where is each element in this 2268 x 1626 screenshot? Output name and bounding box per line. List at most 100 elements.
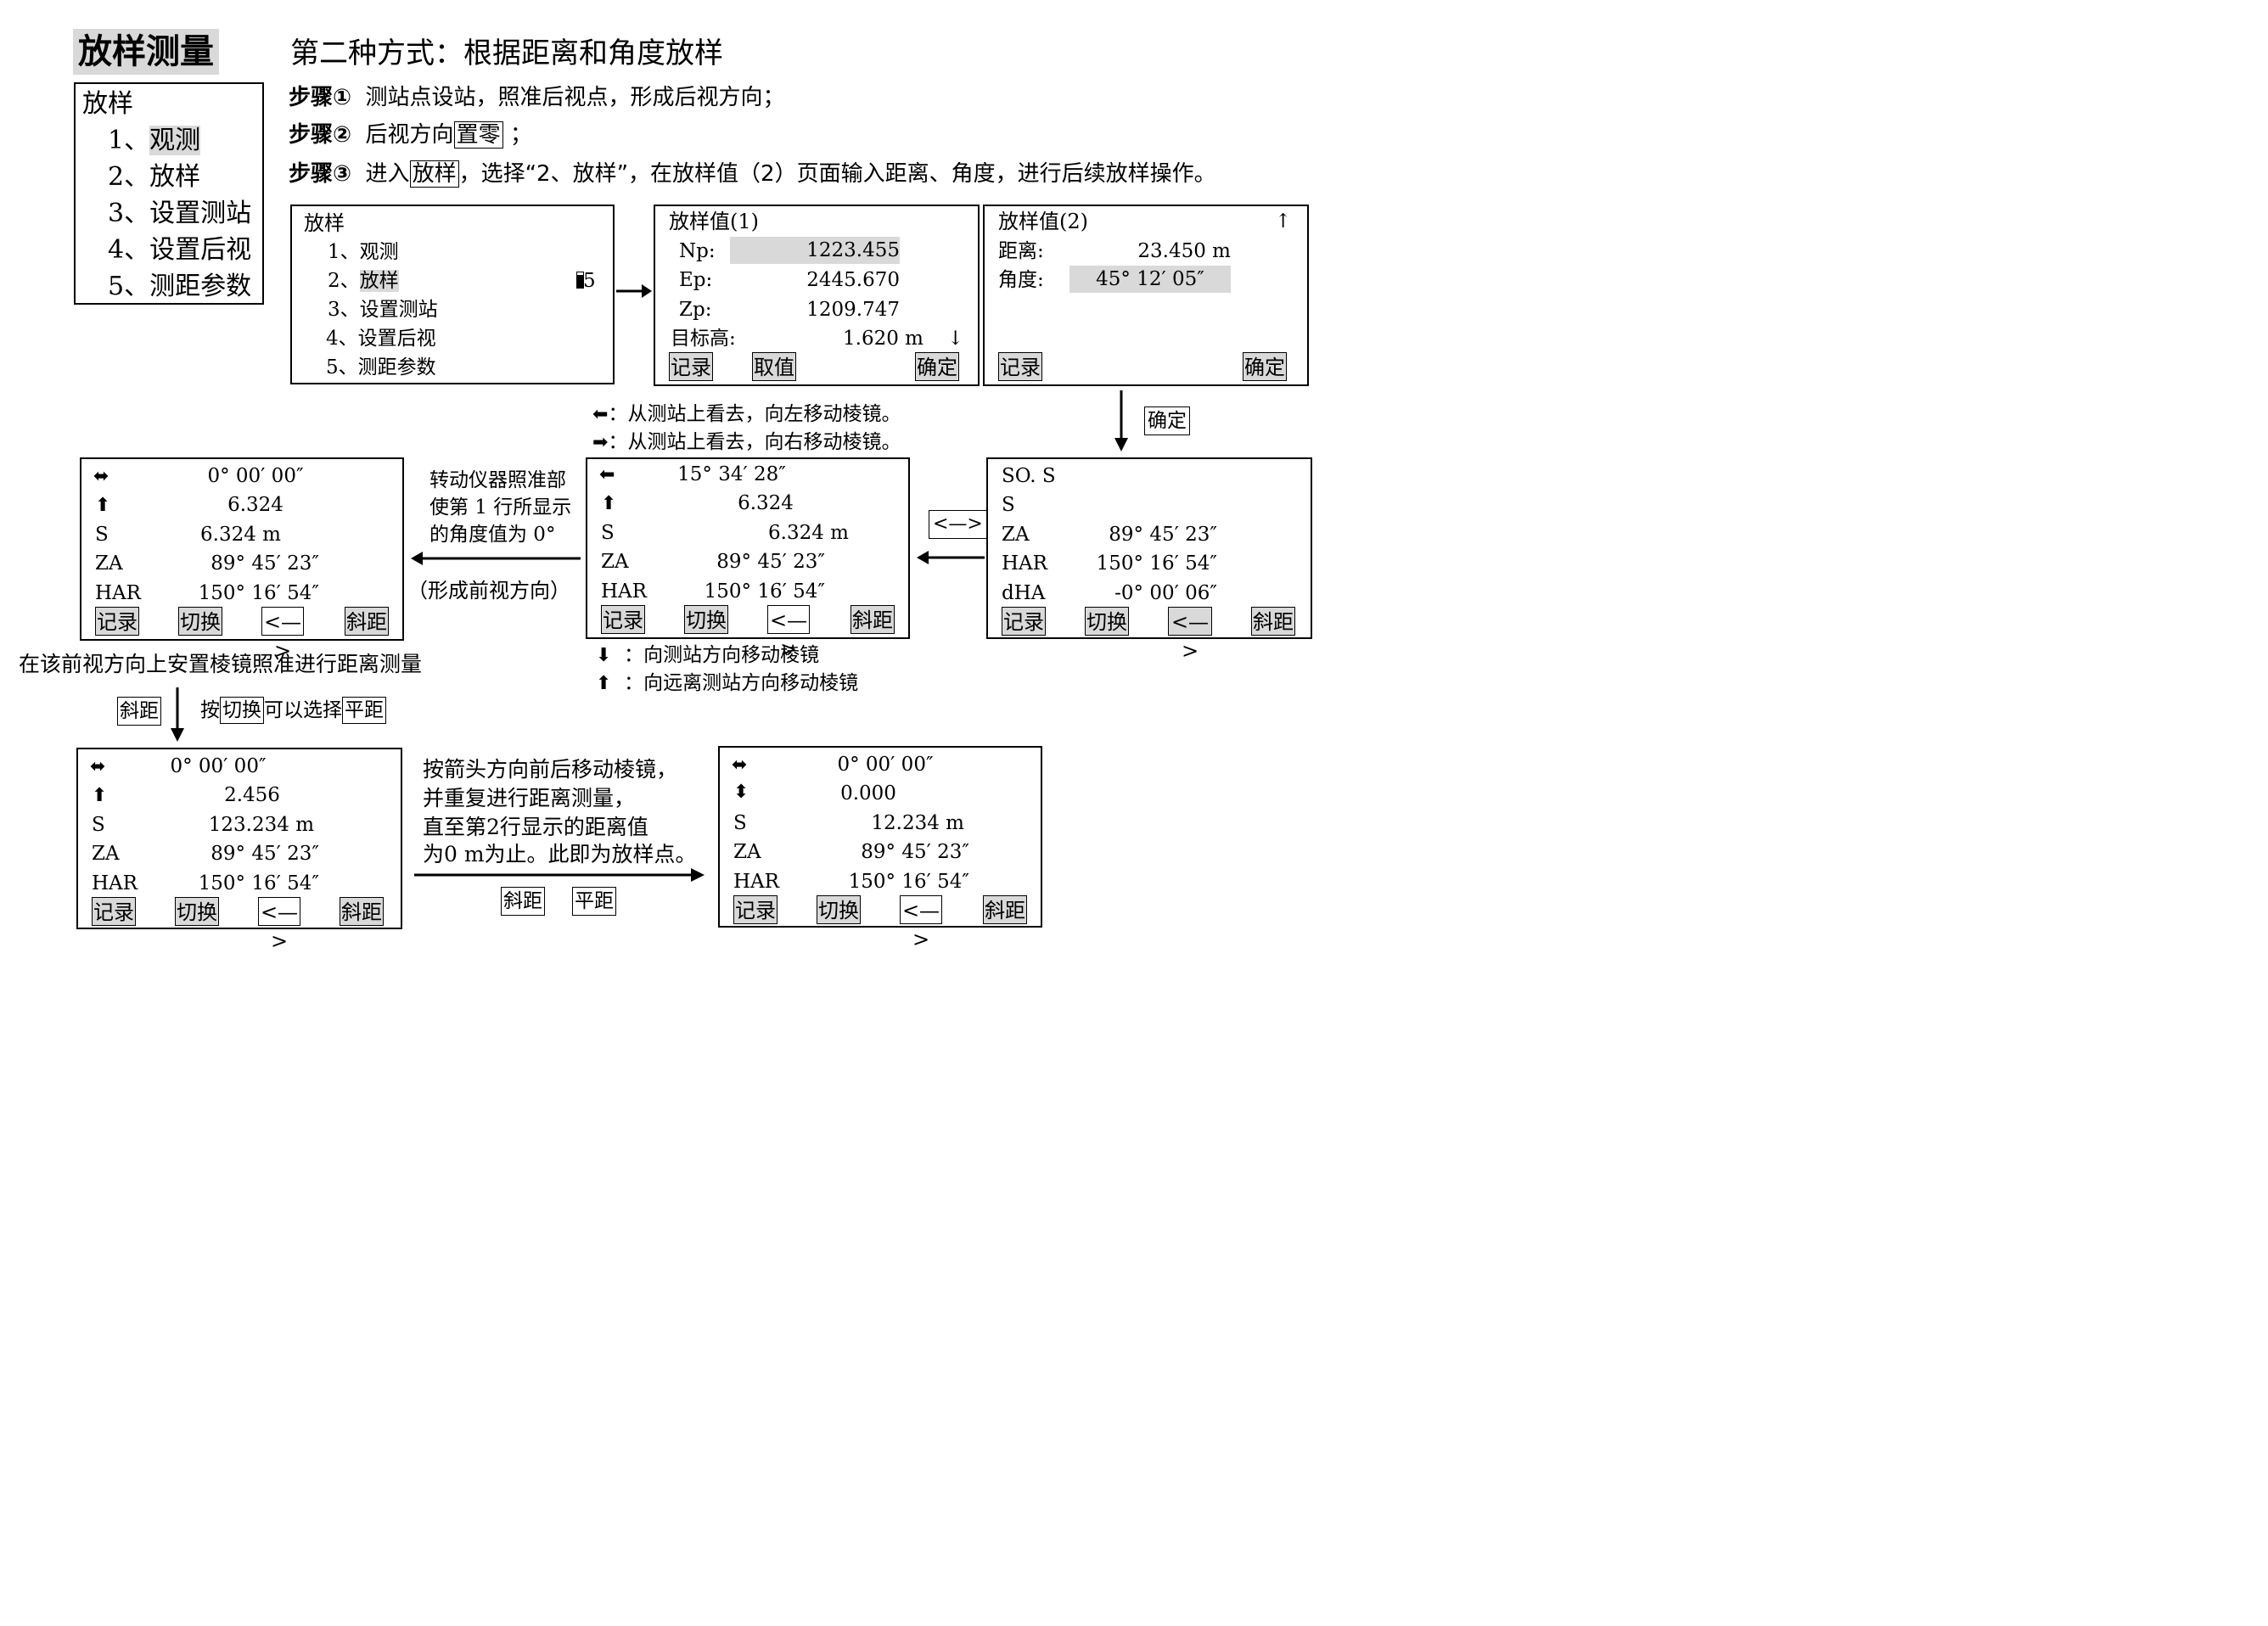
angle-value-field[interactable]: 45° 12′ 05″ [1069,266,1231,293]
za-label: ZA [1002,524,1030,546]
har-label: HAR [95,582,141,604]
repeat-note-line: 为0 m为止。此即为放样点。 [423,842,697,866]
battery-level: 5 [583,270,596,292]
softkey-confirm[interactable]: 确定 [915,352,959,381]
legend-text: ：向测站方向移动棱镜 [624,644,820,666]
softkey-slope-distance[interactable]: 斜距 [850,605,895,634]
distance-diff-value: 0.000 [840,782,896,805]
za-label: ZA [95,552,123,575]
softkey-swap[interactable]: <—> [767,605,810,661]
step-label: 步骤① [289,85,352,110]
softkey-slope-distance[interactable]: 斜距 [1251,607,1295,636]
rotate-note-line: 转动仪器照准部 [429,469,566,491]
softkey-slope-distance[interactable]: 斜距 [983,895,1027,924]
s-value: 6.324 m [200,524,281,546]
page-title: 放样测量 [73,29,219,75]
angle-label: 角度: [998,269,1044,291]
arrow-up-icon: ⬆ [95,495,111,516]
screen-direction-guide: ⬅ 15° 34′ 28″ ⬆ 6.324 S 6.324 m ZA 89° 4… [586,457,910,661]
za-label: ZA [92,843,120,865]
menu-item-highlight: 观测 [149,126,201,155]
screen-title: 放样 [304,211,345,235]
switch-note: 按切换可以选择平距 [200,697,386,725]
switch-key-label: 切换 [220,697,264,724]
softkey-slope-distance[interactable]: 斜距 [345,607,389,636]
distance-diff-value: 6.324 [738,492,794,514]
step-2: 步骤② 后视方向置零 ； [289,119,532,151]
arrow-up-icon: ⬆ [601,493,617,514]
s-label: S [1002,494,1015,516]
menu-item: 5、测距参数 [326,356,436,378]
flow-arrow-left [411,552,581,565]
screen-stakeout-value-1: 放样值(1) Np: 1223.455 Ep: 2445.670 Zp: 120… [654,205,980,386]
step-1: 步骤① 测站点设站，照准后视点，形成后视方向； [289,81,785,114]
legend-text: ：向远离测站方向移动棱镜 [624,672,859,694]
measure-note: 在该前视方向上安置棱镜照准进行距离测量 [19,652,423,676]
distance-value: 23.450 m [1137,240,1231,262]
note-text: 按 [200,699,220,721]
dha-value: -0° 00′ 06″ [1114,582,1217,604]
note-text: 可以选择 [264,699,342,721]
legend-right: ➡：从测站上看去，向右移动棱镜。 [592,429,901,457]
softkey-record[interactable]: 记录 [733,895,778,924]
np-value-field[interactable]: 1223.455 [730,237,900,264]
scroll-down-icon: ↓ [947,328,964,350]
softkey-switch[interactable]: 切换 [817,895,861,924]
screen-title: 放样值(2) [998,210,1088,233]
softkey-swap[interactable]: <—> [261,607,304,663]
distance-label: 距离: [998,240,1044,262]
step-text-tail: ； [509,122,532,148]
step-label: 步骤③ [289,161,352,187]
arrow-left-icon: ⬅ [599,464,615,485]
arrow-up-icon: ⬆ [92,785,108,806]
zp-value: 1209.747 [806,299,900,321]
softkey-slope-distance[interactable]: 斜距 [340,897,384,926]
arrow-updown-icon: ⬍ [733,782,749,803]
har-label: HAR [601,580,647,603]
softkey-get-value[interactable]: 取值 [752,352,796,381]
menu-item-stakeout: 2、放样 [108,162,201,192]
har-value: 150° 16′ 54″ [198,582,319,604]
softkey-record[interactable]: 记录 [95,607,139,636]
screen-distance-measure: ⬌ 0° 00′ 00″ ⬆ 2.456 S 123.234 m ZA 89° … [76,748,402,953]
swap-key-label: <—> [929,510,987,539]
softkey-swap[interactable]: <—> [258,897,300,953]
arrow-down-icon: ⬇ [596,645,612,666]
legend-text: ：从测站上看去，向左移动棱镜。 [608,403,901,425]
softkey-record[interactable]: 记录 [601,605,645,634]
softkey-swap[interactable]: <—> [900,895,942,951]
s-label: S [733,812,747,834]
za-label: ZA [601,551,629,573]
softkey-record[interactable]: 记录 [669,352,713,381]
step-text-tail: ，选择“2、放样”，在放样值（2）页面输入距离、角度，进行后续放样操作。 [458,161,1216,187]
s-label: S [92,814,105,836]
step-3: 步骤③ 进入放样，选择“2、放样”，在放样值（2）页面输入距离、角度，进行后续放… [289,158,1216,190]
har-value: 150° 16′ 54″ [1096,552,1217,575]
flow-arrow-right [414,868,705,882]
arrow-up-icon: ⬆ [596,673,612,694]
arrow-leftright-icon: ⬌ [732,754,748,776]
legend-down: ⬇ ：向测站方向移动棱镜 [596,642,819,670]
za-label: ZA [733,841,761,863]
distance-diff-value: 6.324 [227,494,284,516]
menu-item-observe: 1、观测 [108,126,201,155]
ep-label: Ep: [679,269,713,291]
softkey-swap[interactable]: <—> [1168,607,1212,663]
s-value: 123.234 m [208,814,314,836]
har-label: HAR [92,872,138,894]
softkey-confirm[interactable]: 确定 [1243,352,1287,381]
menu-title: 放样 [82,89,133,119]
softkey-record[interactable]: 记录 [998,352,1042,381]
menu-item-backsight: 4、设置后视 [108,235,252,265]
s-value: 6.324 m [768,522,849,544]
step-label: 步骤② [289,122,352,148]
softkey-switch[interactable]: 切换 [175,897,219,926]
flow-arrow-down [171,687,184,742]
softkey-switch[interactable]: 切换 [684,605,728,634]
softkey-switch[interactable]: 切换 [1085,607,1129,636]
softkey-switch[interactable]: 切换 [178,607,222,636]
softkey-record[interactable]: 记录 [1002,607,1046,636]
step-text: 进入 [365,161,410,187]
softkey-record[interactable]: 记录 [92,897,136,926]
za-value: 89° 45′ 23″ [716,551,825,573]
